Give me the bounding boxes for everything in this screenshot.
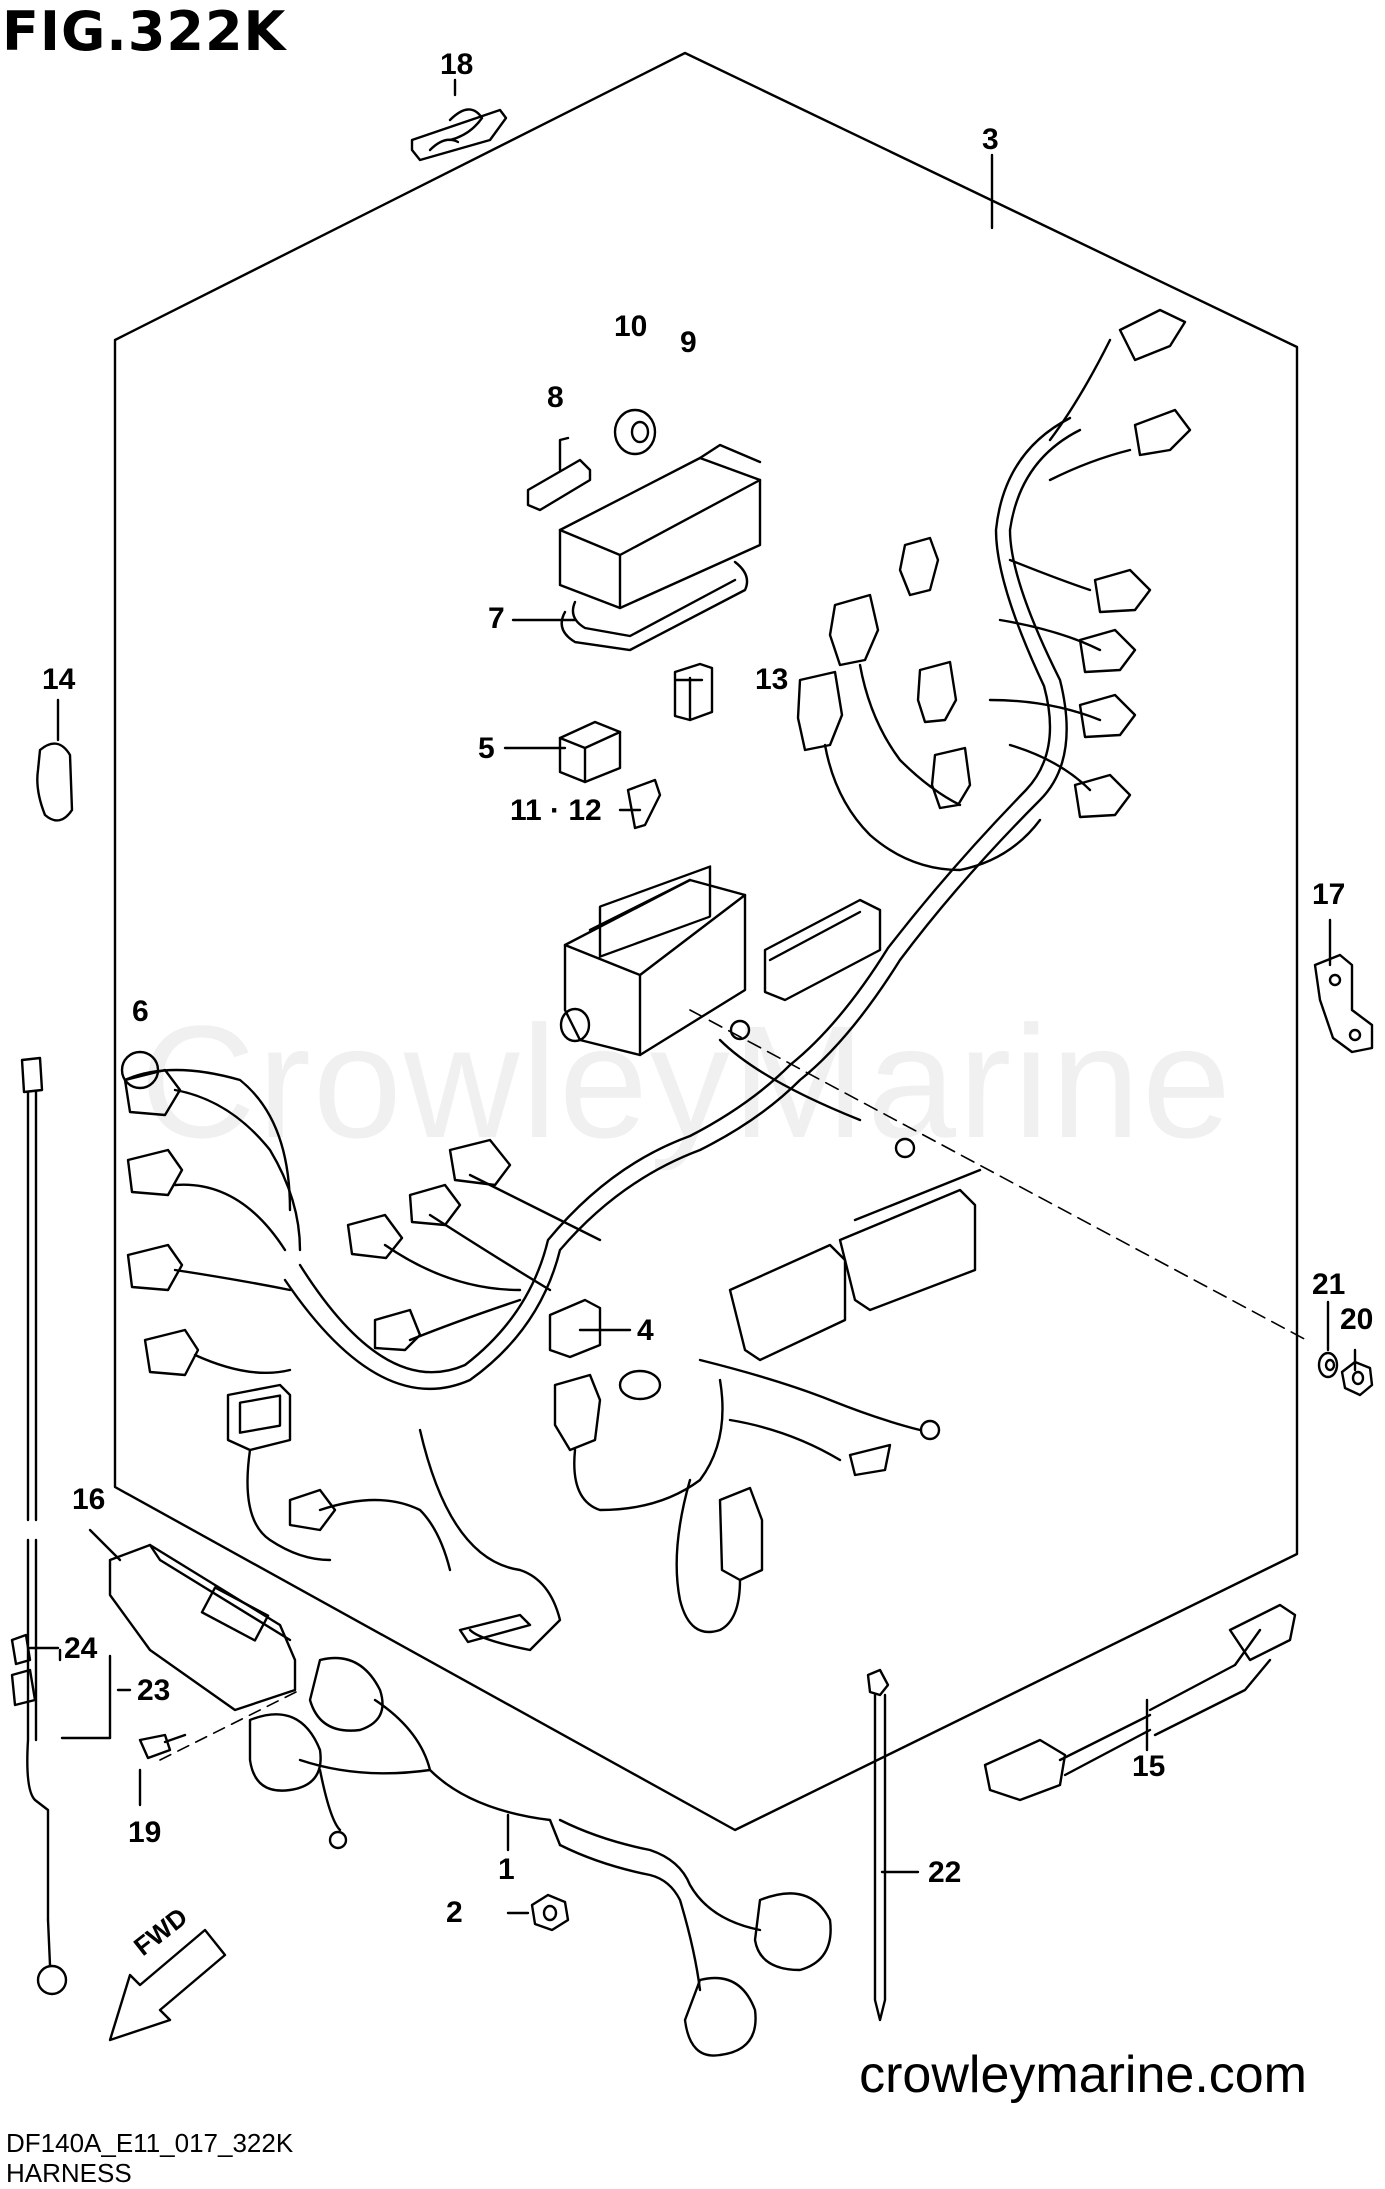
callout-24: 24 [64, 1632, 98, 1665]
callout-4: 4 [637, 1314, 654, 1347]
callout-11-12: 11 · 12 [510, 794, 602, 827]
callout-3: 3 [982, 123, 999, 156]
website-link[interactable]: crowleymarine.com [859, 2046, 1307, 2104]
callout-10: 10 [614, 310, 648, 343]
assembly-outline [113, 51, 1299, 1832]
callout-7: 7 [488, 602, 505, 635]
fwd-arrow-shape [108, 1928, 227, 2042]
diagram-code: DF140A_E11_017_322K [6, 2128, 294, 2158]
callout-16: 16 [72, 1483, 106, 1516]
callout-15: 15 [1132, 1750, 1166, 1783]
callout-2: 2 [446, 1896, 463, 1929]
diagram-subtitle: HARNESS [6, 2158, 132, 2188]
callout-6: 6 [132, 995, 149, 1028]
callout-23: 23 [137, 1674, 171, 1707]
callout-17: 17 [1312, 878, 1346, 911]
callout-18: 18 [440, 48, 474, 81]
callout-20: 20 [1340, 1303, 1374, 1336]
callout-8: 8 [547, 381, 564, 414]
figure-title: FIG.322K [2, 0, 287, 63]
callout-14: 14 [42, 663, 76, 696]
callout-21: 21 [1312, 1268, 1346, 1301]
watermark: CrowleyMarine [140, 992, 1233, 1171]
callout-5: 5 [478, 732, 495, 765]
callout-19: 19 [128, 1816, 162, 1849]
callout-1: 1 [498, 1853, 515, 1886]
callout-22: 22 [928, 1856, 962, 1889]
callout-9: 9 [680, 326, 697, 359]
callout-13: 13 [755, 663, 789, 696]
